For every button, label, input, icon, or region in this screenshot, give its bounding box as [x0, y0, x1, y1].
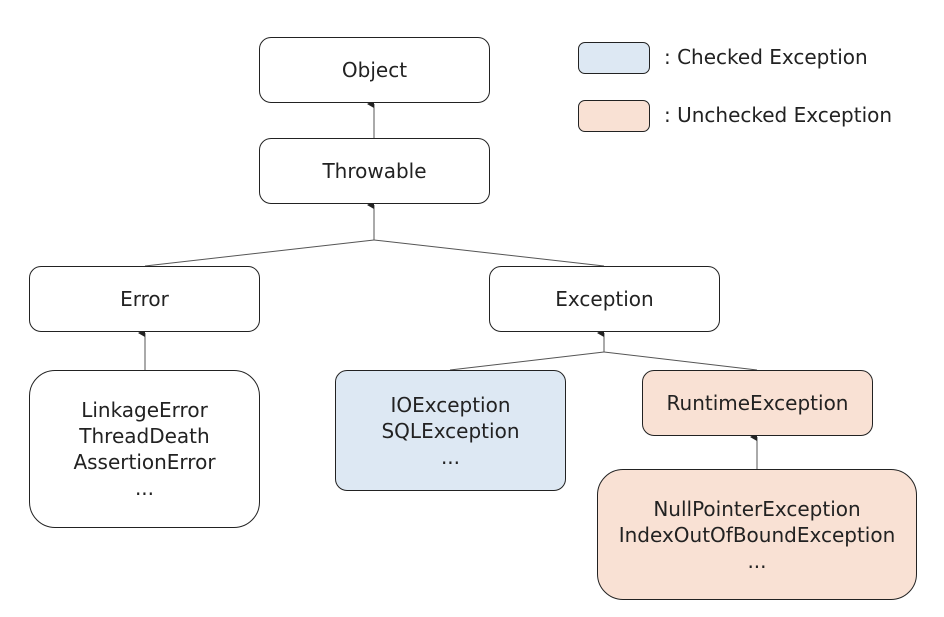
node-label: IndexOutOfBoundException	[618, 522, 896, 547]
node-label: AssertionError	[73, 450, 216, 474]
node-label: SQLException	[381, 418, 520, 443]
node-label: Object	[341, 58, 408, 82]
node-label: ThreadDeath	[79, 424, 210, 448]
node-label: ...	[134, 476, 155, 500]
edge-exception-throwable	[373, 239, 605, 267]
legend-unchecked-swatch	[578, 100, 650, 132]
node-label: RuntimeException	[666, 391, 849, 415]
edge-runtime-exception	[603, 351, 758, 371]
node-label: Throwable	[322, 159, 427, 183]
node-label: ...	[440, 444, 461, 469]
node-label: IOException	[390, 392, 511, 417]
error-node: Error	[29, 266, 260, 332]
node-label: Error	[120, 287, 169, 311]
edge-checked-exception	[449, 351, 605, 371]
legend-unchecked-label: : Unchecked Exception	[664, 103, 893, 127]
node-label: LinkageError	[81, 398, 208, 422]
throwable-node: Throwable	[259, 138, 490, 204]
legend-checked-swatch	[578, 42, 650, 74]
exception-node: Exception	[489, 266, 720, 332]
runtime-exception-node: RuntimeException	[642, 370, 873, 436]
edge-error-throwable	[144, 239, 375, 267]
node-label: ...	[747, 548, 767, 573]
legend-checked-label: : Checked Exception	[664, 45, 868, 69]
object-node: Object	[259, 37, 490, 103]
node-label: Exception	[555, 287, 654, 311]
node-label: NullPointerException	[653, 496, 861, 521]
